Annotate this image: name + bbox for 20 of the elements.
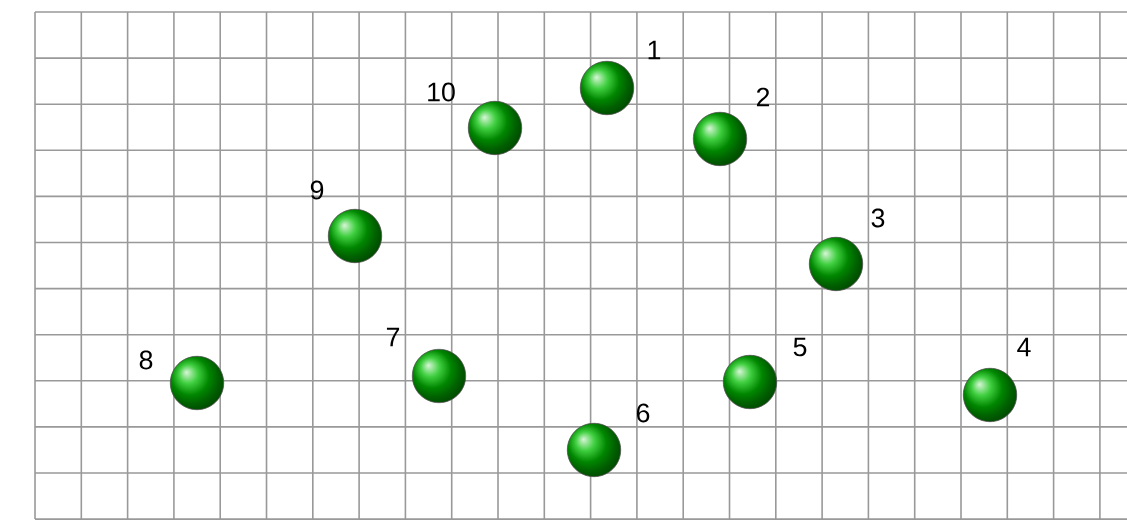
number-label: 8 — [139, 350, 153, 370]
ball — [722, 354, 778, 410]
ball — [962, 367, 1018, 423]
number-label: 3 — [871, 208, 885, 228]
ball — [579, 60, 635, 116]
ball — [467, 100, 523, 156]
ball — [327, 208, 383, 264]
number-label: 5 — [793, 337, 807, 357]
number-label: 1 — [648, 40, 661, 60]
number-label: 4 — [1017, 337, 1031, 357]
number-label: 9 — [310, 180, 324, 200]
number-label: 10 — [428, 82, 455, 102]
number-label: 6 — [636, 403, 650, 423]
ball — [169, 355, 225, 411]
ball — [411, 348, 467, 404]
number-label: 2 — [756, 87, 770, 107]
ball — [566, 422, 622, 478]
ball — [692, 111, 748, 167]
number-label: 7 — [386, 327, 400, 347]
ball — [808, 236, 864, 292]
